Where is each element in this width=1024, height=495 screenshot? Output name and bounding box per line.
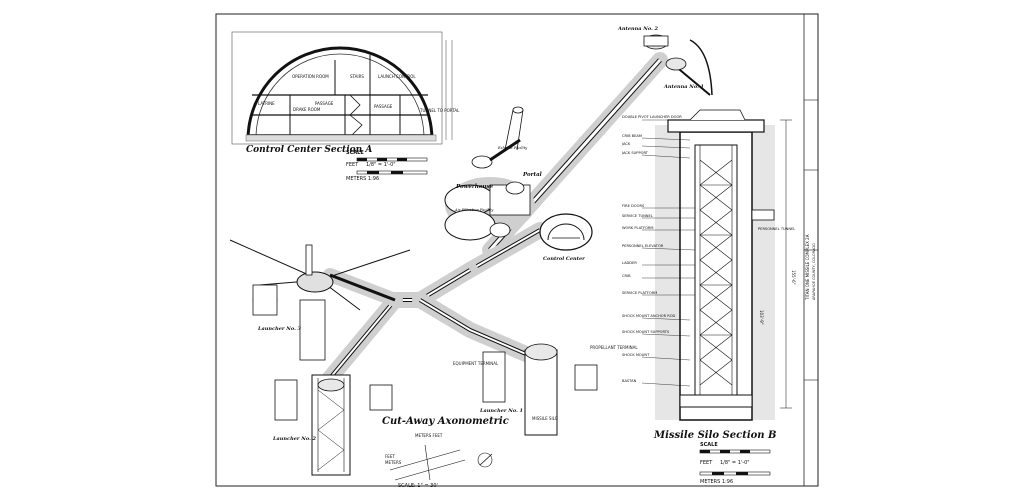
scale-a-meters: METERS 1:96 bbox=[346, 176, 379, 182]
silo-callout-12: SHOCK MOUNT ANCHOR ROD bbox=[622, 314, 676, 318]
scale-b-ratio: 1/8" = 1'-0" bbox=[720, 460, 750, 466]
label-antenna-1: Antenna No. 1 bbox=[664, 84, 705, 90]
title-block-project: TITAN ONE MISSILE COMPLEX 2A bbox=[805, 234, 810, 301]
silo-callout-13: SHOCK MOUNT SUPPORTS bbox=[622, 330, 670, 334]
scale-b-meters: METERS 1:96 bbox=[700, 479, 733, 485]
silo-callout-11: SERVICE PLATFORM bbox=[622, 291, 657, 295]
label-exhaust-facility: Exhaust Facility bbox=[498, 146, 528, 150]
scale-bar-a bbox=[356, 157, 428, 175]
room-operation: OPERATION ROOM bbox=[292, 74, 329, 79]
scale-axo-feet: FEET bbox=[385, 454, 395, 459]
silo-callout-7: WORK PLATFORM bbox=[622, 226, 654, 230]
scale-axo-meters: METERS bbox=[385, 460, 402, 465]
control-center-section bbox=[231, 31, 453, 145]
silo-callout-14: SHOCK MOUNT bbox=[622, 353, 650, 357]
missile-silo-section-title: Missile Silo Section B bbox=[654, 430, 777, 441]
control-center-section-title: Control Center Section A bbox=[246, 145, 373, 155]
room-stairs: STAIRS bbox=[350, 74, 364, 79]
room-passage-1: PASSAGE bbox=[315, 101, 334, 106]
silo-personnel-tunnel: PERSONNEL TUNNEL bbox=[758, 227, 795, 231]
silo-callout-8: PERSONNEL ELEVATOR bbox=[622, 244, 664, 248]
label-air-filtration: Air Filtration Facility bbox=[455, 208, 494, 212]
label-missile-silo: MISSILE SILO bbox=[532, 416, 558, 421]
scale-axo-meters-feet: METERS FEET bbox=[415, 433, 443, 438]
label-launcher-1: Launcher No. 1 bbox=[480, 408, 524, 414]
scale-axo-ratio: SCALE: 1" = 30' bbox=[398, 483, 438, 489]
missile-silo-section bbox=[641, 109, 792, 421]
scale-a-feet: FEET bbox=[346, 162, 359, 168]
room-latrine: LATRINE bbox=[258, 101, 275, 106]
silo-dim-2: 103'-9" bbox=[759, 310, 764, 325]
scale-a-ratio: 1/8" = 1'-0" bbox=[366, 162, 396, 168]
silo-callout-10: CRIB bbox=[622, 274, 631, 278]
label-powerhouse: Powerhouse bbox=[456, 184, 494, 190]
silo-callout-4: JACK SUPPORT bbox=[621, 151, 649, 155]
room-passage-2: PASSAGE bbox=[374, 104, 393, 109]
room-drake: DRAKE ROOM bbox=[293, 107, 321, 112]
silo-callout-5: FIRE DOORS bbox=[622, 204, 645, 208]
silo-callout-2: CRIB BEAM bbox=[622, 134, 642, 138]
silo-callout-3: JACK bbox=[621, 142, 631, 146]
cut-away-axonometric-title: Cut-Away Axonometric bbox=[382, 416, 509, 427]
label-equipment-terminal: EQUIPMENT TERMINAL bbox=[453, 361, 499, 366]
silo-callout-1: DOUBLE PIVOT LAUNCHER DOOR bbox=[622, 115, 682, 119]
label-launcher-2: Launcher No. 2 bbox=[273, 436, 317, 442]
label-propellant-terminal: PROPELLANT TERMINAL bbox=[590, 345, 638, 350]
silo-callout-6: SERVICE TUNNEL bbox=[622, 214, 653, 218]
scale-bar-b bbox=[699, 449, 771, 476]
label-portal: Portal bbox=[523, 172, 542, 178]
silo-dim-1: 155'-6" bbox=[791, 270, 796, 285]
scale-b-feet: FEET bbox=[700, 460, 713, 466]
label-antenna-2: Antenna No. 2 bbox=[618, 26, 659, 32]
silo-callout-15: BASTAN bbox=[622, 379, 637, 383]
silo-callout-9: LADDER bbox=[622, 261, 637, 265]
axonometric-drawing bbox=[229, 34, 713, 476]
title-block-location: ARAPAHOE COUNTY, COLORADO bbox=[812, 243, 816, 300]
label-control-center: Control Center bbox=[543, 256, 585, 262]
room-launch-control: LAUNCH CONTROL bbox=[378, 74, 416, 79]
scale-b-title: SCALE bbox=[700, 442, 718, 448]
room-tunnel-portal: TUNNEL TO PORTAL bbox=[419, 108, 460, 113]
label-launcher-3: Launcher No. 3 bbox=[258, 326, 302, 332]
scale-a-title: SCALE bbox=[346, 150, 364, 156]
scale-axo bbox=[389, 444, 493, 481]
